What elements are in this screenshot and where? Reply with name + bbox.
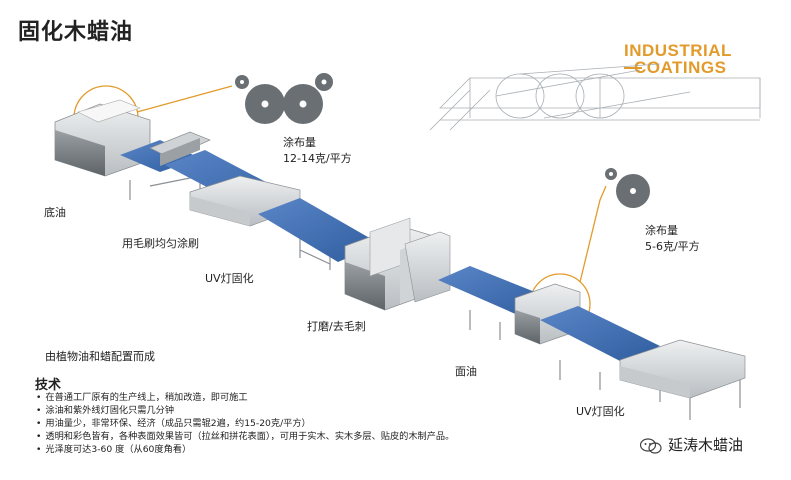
machine-uv-lamp-2 — [619, 339, 746, 399]
machine-base-oil-roller — [54, 99, 151, 177]
tech-item: 涂油和紫外线灯固化只需几分钟 — [36, 404, 454, 417]
roller-discs-top — [235, 73, 333, 124]
base-oil-label: 底油 — [44, 206, 66, 219]
roller-sketch — [429, 63, 761, 131]
coat-amount-value-1: 12-14克/平方 — [283, 152, 352, 165]
machine-sanding — [344, 217, 451, 311]
conveyor-belt-5 — [540, 306, 660, 362]
brand-dash — [624, 67, 642, 69]
top-oil-label: 面油 — [455, 365, 477, 378]
sanding-label: 打磨/去毛刺 — [307, 320, 366, 333]
brush-label: 用毛刷均匀涂刷 — [122, 237, 199, 250]
origin-label: 由植物油和蜡配置而成 — [45, 350, 155, 363]
tech-item: 在普通工厂原有的生产线上，稍加改造，即可施工 — [36, 391, 454, 404]
page-title: 固化木蜡油 — [18, 20, 134, 45]
uv-cure-label-2: UV灯固化 — [576, 405, 625, 418]
coat-amount-value-2: 5-6克/平方 — [645, 240, 700, 253]
uv-cure-label-1: UV灯固化 — [205, 272, 254, 285]
tech-list: 在普通工厂原有的生产线上，稍加改造，即可施工 涂油和紫外线灯固化只需几分钟 用油… — [36, 391, 454, 456]
wechat-icon — [640, 437, 662, 454]
brand-line1: INDUSTRIAL — [624, 41, 732, 60]
machine-brush — [149, 131, 211, 166]
tech-item: 用油量少，非常环保、经济（成品只需辊2遍，约15-20克/平方） — [36, 417, 454, 430]
coat-amount-label-1: 涂布量 — [283, 136, 316, 149]
tech-heading: 技术 — [35, 378, 62, 393]
tech-item: 透明和彩色皆有，各种表面效果皆可（拉丝和拼花表面），可用于实木、实木多层、贴皮的… — [36, 430, 454, 443]
tech-item: 光泽度可达3-60 度（从60度角看） — [36, 443, 454, 456]
watermark-text: 延涛木蜡油 — [668, 436, 744, 454]
coat-amount-label-2: 涂布量 — [645, 224, 678, 237]
brand-logo: INDUSTRIAL COATINGS — [624, 42, 754, 76]
watermark: 延涛木蜡油 — [640, 434, 743, 455]
roller-discs-right — [605, 168, 650, 208]
brand-line2: COATINGS — [634, 58, 727, 77]
